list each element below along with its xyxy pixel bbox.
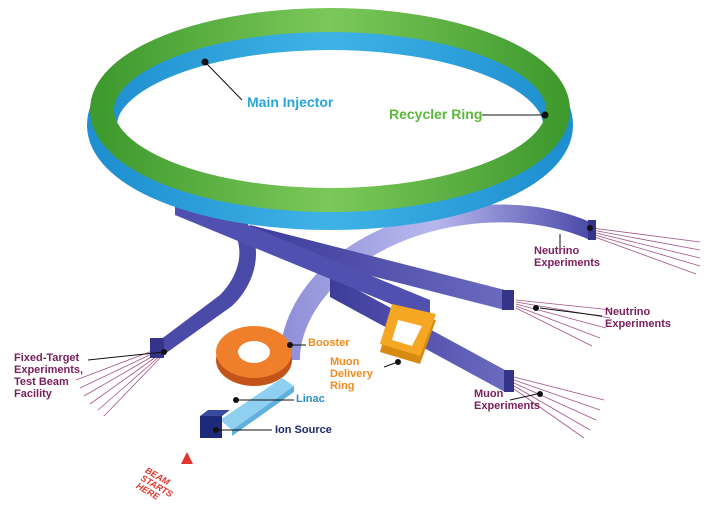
muon-beam-rays [513, 376, 605, 439]
label-muon-experiments: Muon Experiments [474, 388, 541, 412]
neutrino-beam-rays-1 [591, 227, 701, 275]
beamline-neutrino-2 [250, 225, 514, 310]
label-booster: Booster [308, 337, 350, 349]
leader-dots [161, 58, 593, 433]
label-main-injector: Main Injector [247, 94, 334, 110]
fixed-target-beam-rays [75, 347, 161, 417]
recycler-ring [90, 8, 570, 212]
label-recycler-ring: Recycler Ring [389, 106, 483, 122]
linac [220, 378, 294, 436]
label-muon-delivery-ring: Muon Delivery Ring [330, 356, 373, 392]
beamline-main-connector [175, 195, 430, 320]
booster-ring [216, 326, 292, 386]
label-neutrino-experiments-1: Neutrino Experiments [534, 245, 601, 269]
label-ion-source: Ion Source [275, 424, 332, 436]
label-linac: Linac [296, 393, 325, 405]
neutrino-beam-rays-2 [515, 299, 613, 347]
beam-start-marker [181, 452, 193, 464]
label-neutrino-experiments-2: Neutrino Experiments [605, 306, 672, 330]
label-fixed-target-experiments: Fixed-Target Experiments, Test Beam Faci… [14, 352, 84, 400]
muon-delivery-ring [380, 304, 436, 364]
